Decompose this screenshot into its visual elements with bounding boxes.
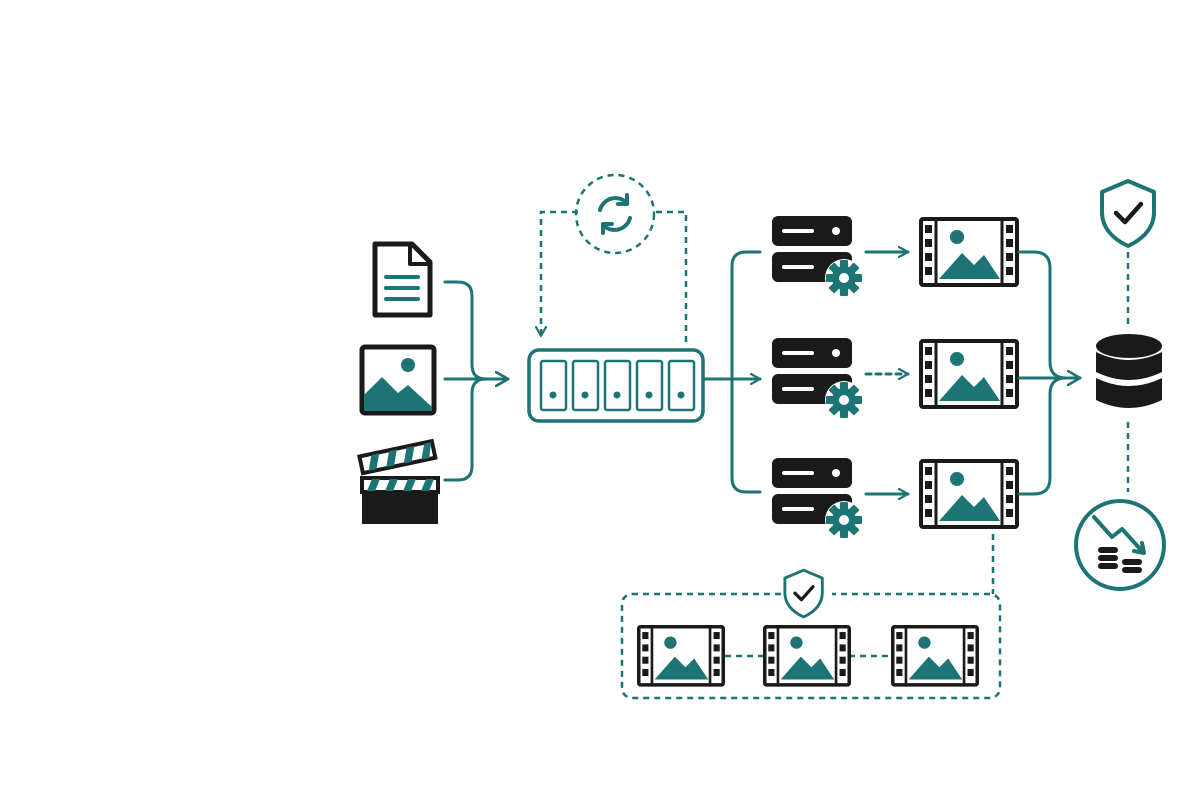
queue-slot (571, 359, 600, 412)
render-connectors (864, 252, 910, 494)
clapperboard-icon (357, 438, 440, 524)
dispatch-connectors (702, 250, 762, 494)
storage-connectors (1017, 250, 1082, 496)
queue-slot (539, 359, 568, 412)
server-gear-icon (770, 456, 865, 541)
server-gear-icon (770, 336, 865, 421)
video-frame-icon (763, 625, 851, 687)
cost-down-icon (1074, 499, 1166, 591)
queue-slot (667, 359, 696, 412)
server-gear-icon (770, 214, 865, 299)
video-frame-icon (919, 459, 1019, 529)
video-frame-icon (919, 339, 1019, 409)
input-connectors (443, 280, 510, 482)
queue-slot (635, 359, 664, 412)
video-frame-icon (891, 625, 979, 687)
queue-slot (603, 359, 632, 412)
shield-check-icon (782, 568, 832, 624)
video-frame-icon (637, 625, 725, 687)
video-frame-icon (919, 217, 1019, 287)
shield-check-icon (1102, 181, 1154, 246)
database-icon (1096, 334, 1162, 408)
document-icon (372, 241, 433, 318)
refresh-icon (598, 193, 632, 235)
retry-loop (541, 173, 688, 342)
job-queue (527, 348, 705, 423)
image-icon (359, 344, 437, 416)
